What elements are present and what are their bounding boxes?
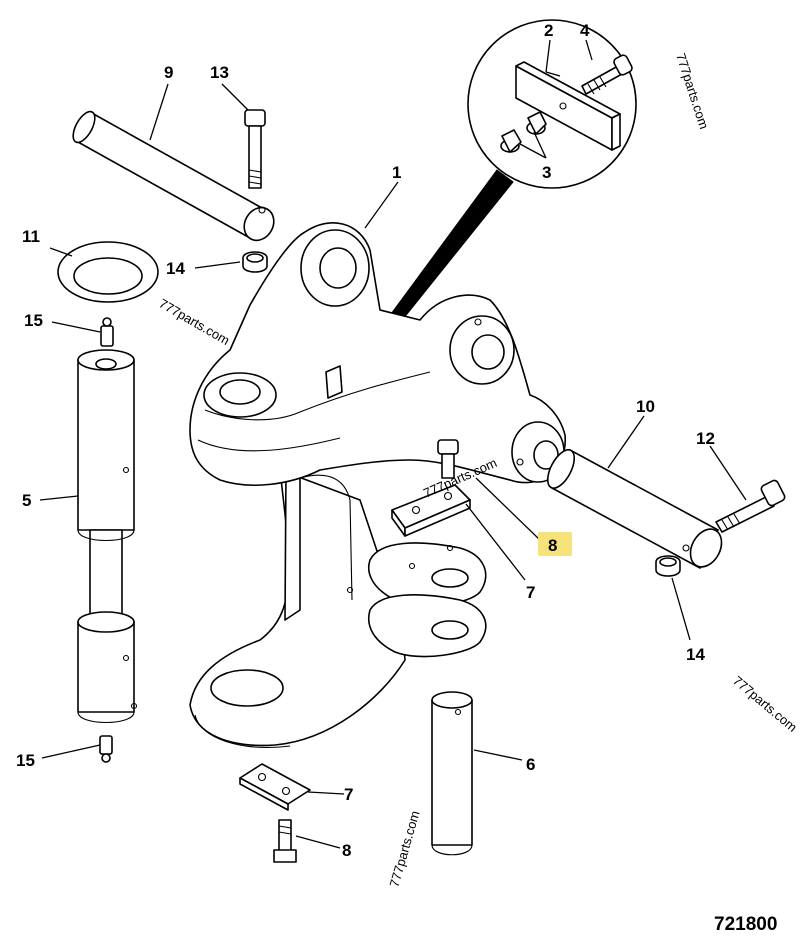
callout-4: 4 [580, 21, 590, 40]
callout-8-highlighted: 8 [548, 536, 557, 555]
callout-6: 6 [526, 755, 535, 774]
bolt-13 [244, 109, 266, 189]
callout-2: 2 [544, 21, 553, 40]
watermark: 777parts.com [673, 51, 712, 131]
watermark: 777parts.com [386, 809, 422, 889]
callout-7: 7 [344, 785, 353, 804]
callout-highlight [538, 532, 572, 556]
bolt-8-lower [273, 819, 297, 863]
figure-number: 721800 [714, 914, 777, 935]
callout-14: 14 [166, 259, 185, 278]
watermark: 777parts.com [730, 673, 800, 735]
callout-1: 1 [392, 163, 401, 182]
bolt-12 [715, 479, 786, 533]
pin-10 [546, 449, 723, 569]
plate-7-lower [239, 763, 311, 811]
plate-7-upper [391, 484, 471, 537]
grease-nipple-15-lower [99, 735, 113, 763]
washer-11 [57, 241, 159, 303]
pivot-pin-5 [77, 349, 138, 724]
grease-nipple-15-upper [100, 317, 114, 347]
nut-14-lower [655, 555, 681, 577]
callout-12: 12 [696, 429, 715, 448]
swing-bracket [189, 222, 566, 748]
nut-14-upper [242, 251, 268, 273]
callout-7: 7 [526, 583, 535, 602]
callout-15: 15 [16, 751, 35, 770]
callout-10: 10 [636, 397, 655, 416]
callout-9: 9 [164, 63, 173, 82]
callouts: 9 13 2 4 3 1 11 14 15 5 10 12 8 7 14 15 … [16, 21, 715, 860]
callout-5: 5 [22, 491, 31, 510]
leader-lines [39, 39, 747, 849]
callout-13: 13 [210, 63, 229, 82]
callout-8: 8 [342, 841, 351, 860]
callout-15: 15 [24, 311, 43, 330]
pin-9 [72, 110, 275, 242]
callout-3: 3 [542, 163, 551, 182]
callout-11: 11 [22, 227, 40, 246]
pin-6 [431, 691, 473, 856]
bolt-8-upper [437, 439, 459, 479]
callout-14: 14 [686, 645, 705, 664]
watermark: 777parts.com [157, 296, 233, 348]
